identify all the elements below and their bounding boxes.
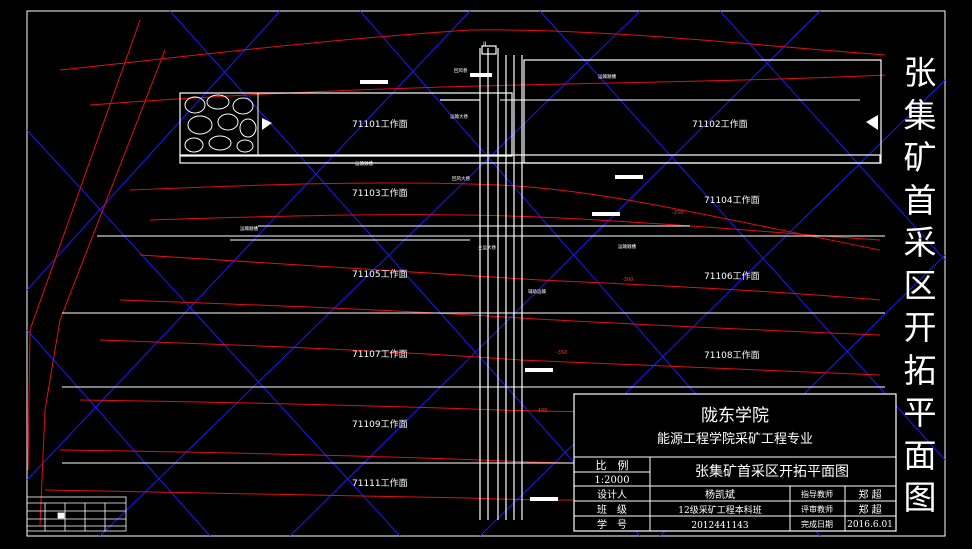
title-char: 开	[903, 308, 937, 347]
contour-lines	[27, 19, 886, 526]
panel-labels: 71101工作面 71102工作面 71103工作面 71104工作面 71105工作面…	[352, 118, 760, 489]
first-panels	[179, 59, 882, 164]
panel-label-71111: 71111工作面	[352, 477, 408, 489]
designer-name: 杨凯斌	[705, 488, 735, 501]
advisor-name: 郑 超	[858, 488, 881, 501]
designer-label: 设计人	[597, 488, 627, 501]
contour-label: -300	[622, 277, 633, 283]
title-char: 首	[903, 180, 937, 220]
svg-text:回风巷: 回风巷	[454, 68, 468, 74]
panel-label-71101: 71101工作面	[352, 118, 408, 130]
class-value: 12级采矿工程本科班	[678, 504, 761, 516]
panel-label-71107: 71107工作面	[352, 348, 408, 360]
title-char: 集	[903, 95, 937, 135]
svg-text:辅助运输: 辅助运输	[528, 288, 546, 295]
school-name: 陇东学院	[701, 406, 769, 426]
svg-text:回风大巷: 回风大巷	[452, 175, 470, 182]
completion-date: 2016.6.01	[847, 520, 893, 530]
leader-annotations: 回风巷 运输顺槽 运输大巷 运输顺槽 回风大巷 运输顺槽 主运大巷 辅助运输 运…	[240, 68, 636, 295]
panel-label-71105: 71105工作面	[352, 268, 408, 280]
student-no: 2012441143	[691, 521, 749, 531]
contour-label: -350	[556, 350, 567, 356]
svg-text:运输顺槽: 运输顺槽	[240, 225, 258, 232]
reviewer-label: 评审教师	[801, 504, 833, 514]
student-no-label: 学 号	[597, 518, 627, 531]
title-char: 张	[903, 53, 937, 92]
scale-label: 比 例	[596, 458, 629, 472]
title-char: 拓	[903, 350, 937, 390]
title-block: 陇东学院 能源工程学院采矿工程专业 比 例 1:2000 张集矿首采区开拓平面图…	[573, 393, 897, 532]
panel-label-71102: 71102工作面	[692, 118, 748, 130]
contour-label: -250	[672, 210, 683, 216]
contour-label: -400	[536, 408, 547, 414]
goaf-hatch	[179, 92, 259, 156]
title-char: 矿	[903, 138, 937, 177]
title-char: 平	[903, 393, 937, 432]
drawing-name: 张集矿首采区开拓平面图	[695, 463, 849, 480]
panel-label-71103: 71103工作面	[352, 187, 408, 199]
contour-labels: -250 -300 -350 -400	[536, 210, 683, 414]
advance-arrows	[262, 115, 878, 130]
date-label: 完成日期	[801, 519, 833, 529]
scale-value: 1:2000	[594, 475, 629, 486]
title-char: 面	[903, 435, 937, 475]
legend-table	[26, 496, 127, 532]
reviewer-name: 郑 超	[858, 503, 881, 516]
panel-label-71106: 71106工作面	[704, 270, 760, 282]
svg-text:运输顺槽: 运输顺槽	[618, 243, 636, 250]
main-roadway	[440, 45, 860, 520]
svg-text:运输顺槽: 运输顺槽	[355, 160, 373, 167]
svg-text:主运大巷: 主运大巷	[478, 244, 496, 251]
shaft-label: II	[483, 41, 487, 48]
title-char: 图	[903, 478, 937, 517]
svg-text:运输顺槽: 运输顺槽	[598, 73, 616, 80]
title-char: 采	[903, 223, 937, 262]
panel-label-71108: 71108工作面	[704, 349, 760, 361]
class-label: 班 级	[597, 504, 627, 516]
svg-text:运输大巷: 运输大巷	[450, 113, 468, 120]
department-name: 能源工程学院采矿工程专业	[657, 431, 813, 447]
panel-label-71104: 71104工作面	[704, 194, 760, 206]
roadways	[62, 225, 885, 464]
title-char: 区	[903, 265, 937, 305]
advisor-label: 指导教师	[801, 489, 833, 499]
annotation-bars	[360, 73, 643, 501]
vertical-drawing-title: 张集矿首采区开拓平面图	[900, 52, 940, 520]
panel-label-71109: 71109工作面	[352, 418, 408, 430]
drawing-frame	[26, 10, 946, 537]
